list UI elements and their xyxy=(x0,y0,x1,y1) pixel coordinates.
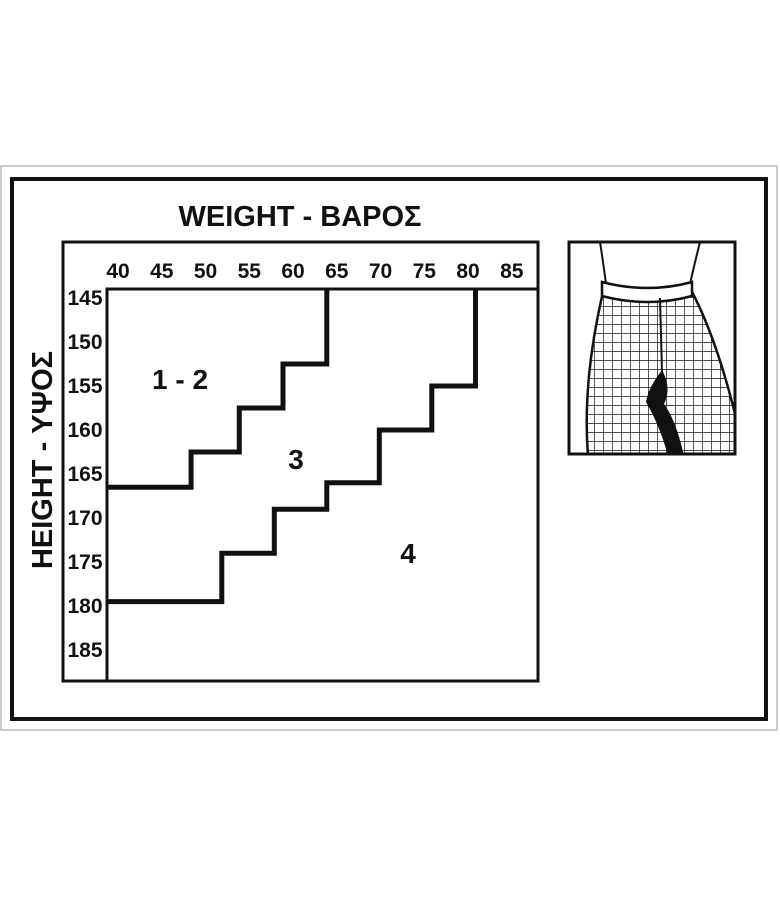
y-tick-label: 145 xyxy=(67,287,102,310)
y-tick-label: 165 xyxy=(67,463,102,486)
plot-area xyxy=(105,287,540,683)
chart-title: WEIGHT - ΒΑΡΟΣ xyxy=(179,201,422,233)
x-tick-label: 55 xyxy=(238,260,262,283)
region-label-3: 3 xyxy=(288,444,304,475)
y-tick-label: 170 xyxy=(67,507,102,530)
x-tick-label: 60 xyxy=(281,260,304,283)
pantyhose-fishnet-icon xyxy=(567,240,737,456)
x-tick-label: 80 xyxy=(456,260,479,283)
x-tick-label: 50 xyxy=(194,260,217,283)
x-tick-label: 65 xyxy=(325,260,349,283)
y-tick-label: 160 xyxy=(67,419,102,442)
y-tick-label: 185 xyxy=(67,639,102,662)
size-boundaries xyxy=(108,290,478,605)
size-2-3-boundary xyxy=(108,290,330,490)
y-tick-label: 155 xyxy=(67,375,102,398)
x-tick-labels: 40 45 50 55 60 65 70 75 80 85 xyxy=(106,260,523,283)
y-axis-label: HEIGHT - ΥΨΟΣ xyxy=(27,351,59,569)
x-tick-label: 40 xyxy=(106,260,129,283)
x-tick-label: 70 xyxy=(369,260,392,283)
size-3-4-boundary xyxy=(108,290,478,605)
region-label-1-2: 1 - 2 xyxy=(152,364,208,395)
chart-frame xyxy=(10,177,768,721)
y-tick-label: 150 xyxy=(67,331,102,354)
region-label-4: 4 xyxy=(400,538,416,569)
outer-border xyxy=(0,165,778,731)
x-tick-label: 75 xyxy=(413,260,437,283)
y-tick-label: 180 xyxy=(67,595,102,618)
x-tick-label: 85 xyxy=(500,260,524,283)
y-tick-label: 175 xyxy=(67,551,102,574)
x-tick-label: 45 xyxy=(150,260,174,283)
y-tick-labels: 145 150 155 160 165 170 175 180 185 xyxy=(67,287,102,662)
